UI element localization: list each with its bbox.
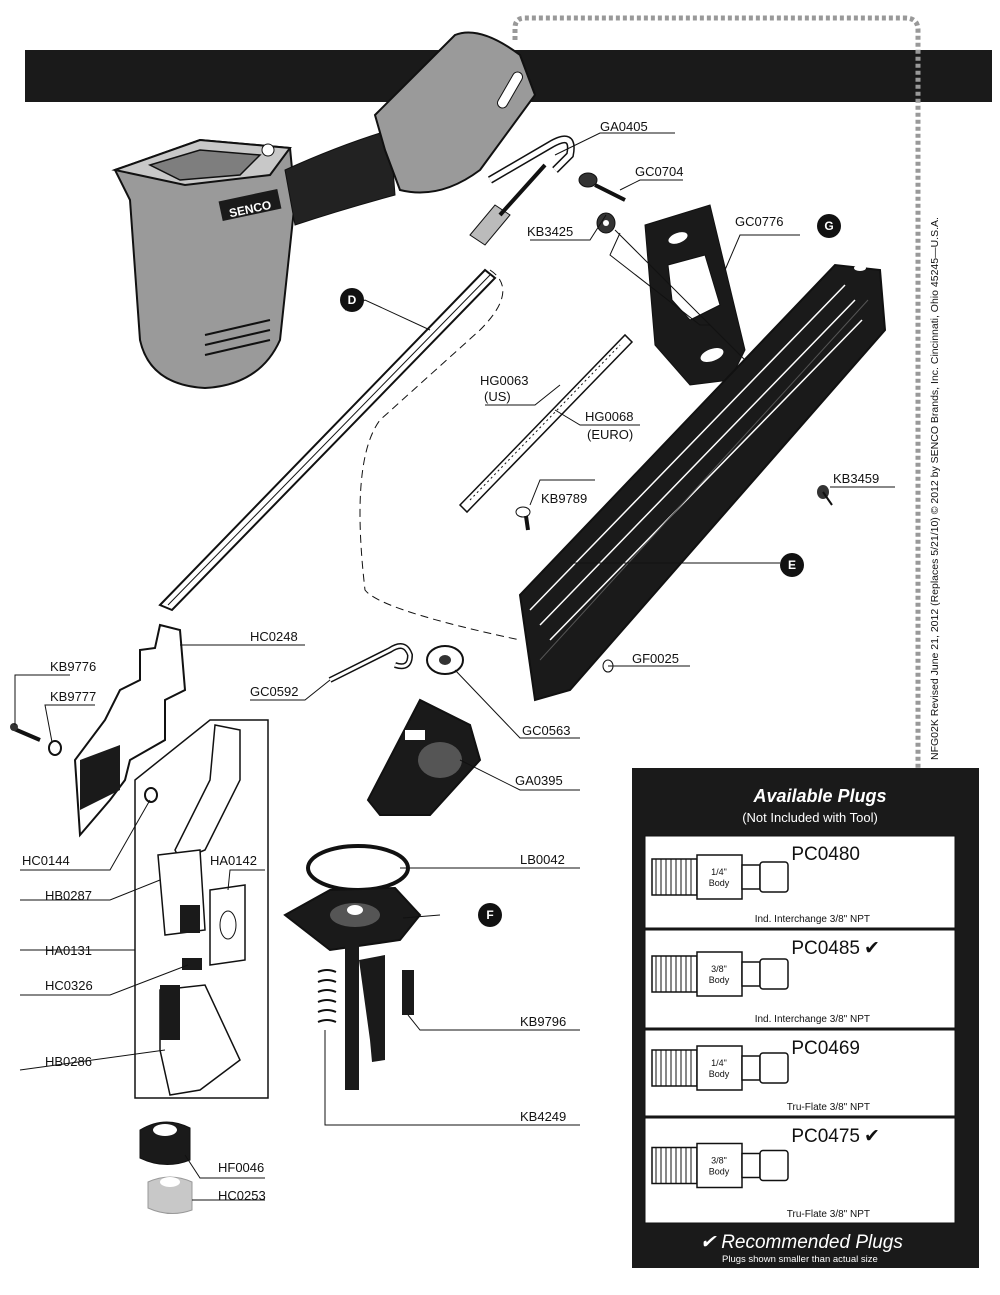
plug-body-size: 3/8" (711, 964, 727, 974)
screw-kb9796 (402, 970, 414, 1015)
svg-text:G: G (824, 219, 833, 233)
air-fitting-part (469, 135, 575, 246)
plug-code: PC0469 (791, 1038, 860, 1059)
label-gc0563: GC0563 (522, 723, 570, 738)
recommended-check-icon: ✔ (864, 938, 880, 959)
label-kb3425: KB3425 (527, 224, 573, 239)
label-ga0405: GA0405 (600, 119, 648, 134)
spring-part (317, 969, 337, 1023)
screw-part (578, 172, 626, 202)
svg-text:D: D (348, 293, 357, 307)
label-hc0144: HC0144 (22, 853, 70, 868)
plug-drawing: 1/4"Body (651, 1045, 789, 1091)
nail-strip-part (458, 333, 634, 514)
revision-note: NFG02K Revised June 21, 2012 (Replaces 5… (929, 217, 941, 760)
plug-body-size: 1/4" (711, 867, 727, 877)
tool-housing: SENCO (111, 31, 537, 390)
plug-code: PC0475 (791, 1126, 860, 1147)
plug-body-label: Body (709, 878, 730, 888)
feeder-part (366, 698, 482, 816)
label-gf0025: GF0025 (632, 651, 679, 666)
label-hg0068: HG0068 (585, 409, 633, 424)
label-ga0395: GA0395 (515, 773, 563, 788)
label-gc0776: GC0776 (735, 214, 783, 229)
label-hc0248: HC0248 (250, 629, 298, 644)
label-kb4249: KB4249 (520, 1109, 566, 1124)
plug-drawing: 3/8"Body (651, 1142, 789, 1189)
magazine-part (518, 263, 887, 702)
washer-kb9777 (48, 740, 62, 756)
recommended-plugs-title: ✔ Recommended Plugs (700, 1232, 903, 1253)
plug-body-size: 3/8" (711, 1156, 727, 1166)
pin-hc0144 (144, 787, 158, 803)
label-hc0253: HC0253 (218, 1188, 266, 1203)
o-ring-part (306, 844, 410, 892)
label-kb9789: KB9789 (541, 491, 587, 506)
plugs-panel-title: Available Plugs (752, 786, 886, 806)
plug-body-label: Body (709, 975, 730, 985)
trigger-assembly-box (134, 719, 269, 1099)
plug-body-label: Body (709, 1069, 730, 1079)
bolt-kb9789 (515, 506, 531, 531)
plug-type: Tru-Flate 3/8" NPT (787, 1209, 870, 1220)
label-kb9777: KB9777 (50, 689, 96, 704)
bolt-kb3459 (817, 485, 833, 506)
label-kb9776: KB9776 (50, 659, 96, 674)
spring-clip-part (328, 643, 414, 683)
label-gc0704: GC0704 (635, 164, 683, 179)
label-hg0063: HG0063 (480, 373, 528, 388)
label-hb0286: HB0286 (45, 1054, 92, 1069)
plate-part (644, 204, 746, 386)
leader-lines (14, 132, 895, 1201)
plug-drawing: 3/8"Body (651, 951, 789, 997)
label-hc0326: HC0326 (45, 978, 93, 993)
plug-type: Ind. Interchange 3/8" NPT (755, 914, 870, 925)
plug-body-label: Body (709, 1167, 730, 1177)
latch-part (73, 623, 187, 838)
label-hb0287: HB0287 (45, 888, 92, 903)
callout-e: E (780, 553, 804, 577)
callout-d: D (340, 288, 364, 312)
label-kb9796: KB9796 (520, 1014, 566, 1029)
plug-drawing: 1/4"Body (651, 854, 789, 900)
plug-code: PC0485 (791, 938, 860, 959)
bumper-hf0046 (139, 1121, 191, 1165)
label-hg0063-note: (US) (484, 389, 511, 404)
nut-part (596, 212, 616, 234)
plug-type: Tru-Flate 3/8" NPT (787, 1102, 870, 1113)
callout-f: F (478, 903, 502, 927)
label-hf0046: HF0046 (218, 1160, 264, 1175)
bumper-hc0253 (147, 1176, 193, 1214)
svg-text:E: E (788, 558, 796, 572)
svg-text:F: F (486, 908, 493, 922)
recommended-check-icon: ✔ (864, 1126, 880, 1147)
label-kb3459: KB3459 (833, 471, 879, 486)
dashed-assembly-line (359, 269, 521, 641)
screw-kb9776 (10, 723, 41, 742)
callout-g: G (817, 214, 841, 238)
label-gc0592: GC0592 (250, 684, 298, 699)
plug-code: PC0480 (791, 844, 860, 865)
nail-track-part (158, 268, 497, 612)
label-ha0131: HA0131 (45, 943, 92, 958)
plugs-panel-subtitle: (Not Included with Tool) (742, 810, 878, 825)
driver-cap-part (283, 886, 422, 1090)
plug-type: Ind. Interchange 3/8" NPT (755, 1014, 870, 1025)
label-ha0142: HA0142 (210, 853, 257, 868)
plugs-footnote: Plugs shown smaller than actual size (722, 1254, 878, 1265)
plug-body-size: 1/4" (711, 1058, 727, 1068)
label-lb0042: LB0042 (520, 852, 565, 867)
label-hg0068-note: (EURO) (587, 427, 633, 442)
wheel-part (426, 645, 464, 675)
